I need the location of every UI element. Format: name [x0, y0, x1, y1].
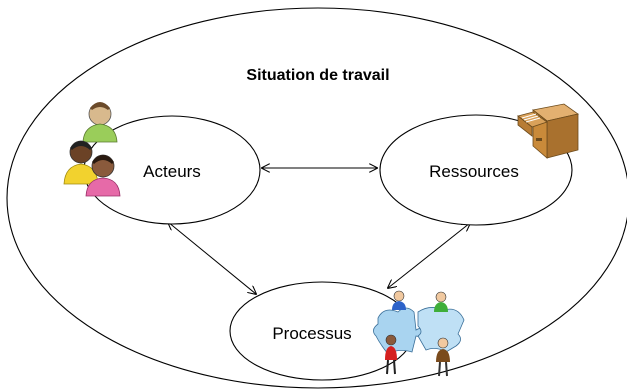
acteurs-label: Acteurs — [143, 162, 201, 181]
diagram-title: Situation de travail — [246, 67, 389, 84]
arrow-acteurs-processus — [168, 222, 256, 294]
processus-label: Processus — [272, 324, 351, 343]
node-processus: Processus — [229, 281, 415, 381]
ressources-ellipse — [379, 114, 573, 226]
node-ressources: Ressources — [379, 114, 573, 226]
people-group-icon — [63, 102, 121, 197]
outer-situation-ellipse — [6, 7, 627, 389]
arrow-ressources-processus — [388, 223, 470, 288]
node-acteurs: Acteurs — [83, 115, 261, 225]
puzzle-team-icon — [373, 290, 465, 377]
ressources-label: Ressources — [429, 162, 519, 181]
filing-cabinet-icon — [517, 103, 579, 159]
